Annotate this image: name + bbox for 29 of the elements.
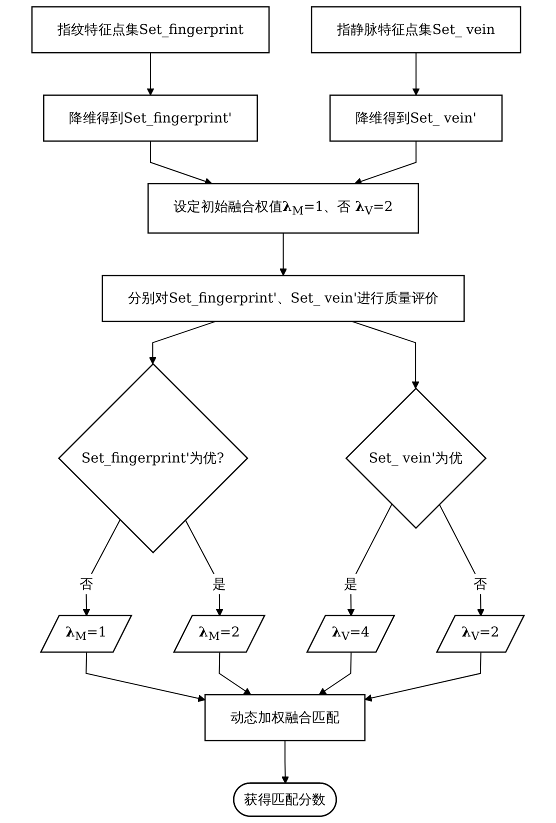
edge-label: 否 (79, 576, 93, 592)
arrow (146, 52, 154, 96)
node-box: 降维得到Set_ vein' (329, 94, 503, 142)
arrow (150, 141, 212, 185)
edge-label: 是 (212, 576, 226, 592)
arrow (82, 520, 120, 616)
node-box: 指纹特征点集Set_fingerprint (31, 6, 270, 54)
arrow (412, 52, 420, 96)
edge-label: 否 (474, 576, 488, 592)
arrow (318, 652, 352, 695)
arrow (352, 320, 420, 389)
arrow (86, 652, 206, 702)
edge-label: 是 (344, 576, 358, 592)
node-box: 设定初始融合权值λ$_{M}$=1、否 λ$_{V}$=2 (148, 182, 420, 234)
arrow (184, 520, 224, 616)
arrow (148, 320, 216, 364)
arrow (280, 233, 288, 276)
node-diamond: Set_fingerprint'为优? (58, 363, 248, 554)
arrow (218, 652, 252, 695)
node-box: 指静脉特征点集Set_ vein (310, 6, 522, 54)
arrow (282, 740, 289, 784)
node-box: 动态加权融合匹配 (204, 694, 366, 742)
node-box: 降维得到Set_fingerprint' (43, 94, 258, 142)
arrow (438, 504, 484, 616)
node-diamond: Set_ vein'为优 (345, 388, 487, 529)
arrow (347, 504, 392, 616)
arrow (354, 141, 417, 185)
node-box: 分别对Set_fingerprint'、Set_ vein'进行质量评价 (102, 274, 465, 322)
arrow (364, 652, 482, 702)
